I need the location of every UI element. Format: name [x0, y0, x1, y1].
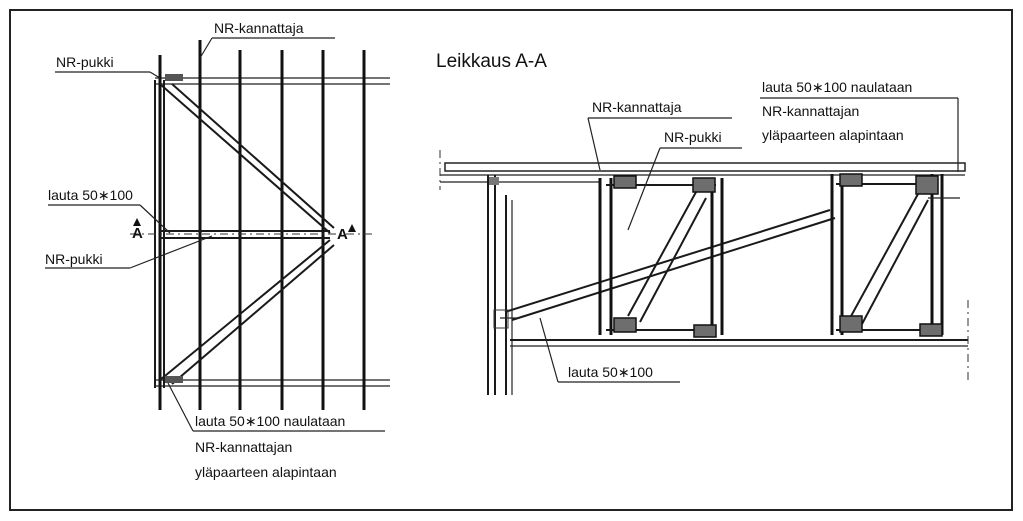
section-title: Leikkaus A-A: [436, 51, 547, 72]
section-marker-right: A: [337, 226, 348, 243]
top-slab: [444, 162, 966, 172]
sloping-lauta: [493, 209, 836, 329]
drawing-frame: [9, 9, 1013, 511]
section-note-line-3: yläpaarteen alapintaan: [762, 127, 904, 143]
section-view: Leikkaus A-A: [436, 51, 969, 395]
section-label-lauta: lauta 50∗100: [568, 364, 653, 380]
label-nr-kannattaja: NR-kannattaja: [214, 20, 304, 36]
note-line-1: lauta 50∗100 naulataan: [195, 413, 345, 429]
nr-pukki-1: [598, 175, 724, 338]
section-note-line-1: lauta 50∗100 naulataan: [762, 79, 912, 95]
section-label-nr-pukki: NR-pukki: [664, 129, 722, 145]
note-line-2: NR-kannattajan: [195, 439, 292, 455]
label-nr-pukki-mid: NR-pukki: [45, 251, 103, 267]
plan-view: A A NR-kannattaja NR-pukki lauta 50∗100 …: [45, 20, 390, 480]
note-line-3: yläpaarteen alapintaan: [195, 464, 337, 480]
nr-pukki-2: [830, 173, 960, 337]
label-lauta: lauta 50∗100: [48, 187, 133, 203]
section-marker-left: A: [132, 225, 143, 242]
section-label-nr-kannattaja: NR-kannattaja: [592, 99, 682, 115]
nr-pukki-frame: [154, 74, 335, 388]
label-nr-pukki-top: NR-pukki: [56, 54, 114, 70]
wall-column: [487, 175, 513, 395]
section-note-line-2: NR-kannattajan: [762, 103, 859, 119]
